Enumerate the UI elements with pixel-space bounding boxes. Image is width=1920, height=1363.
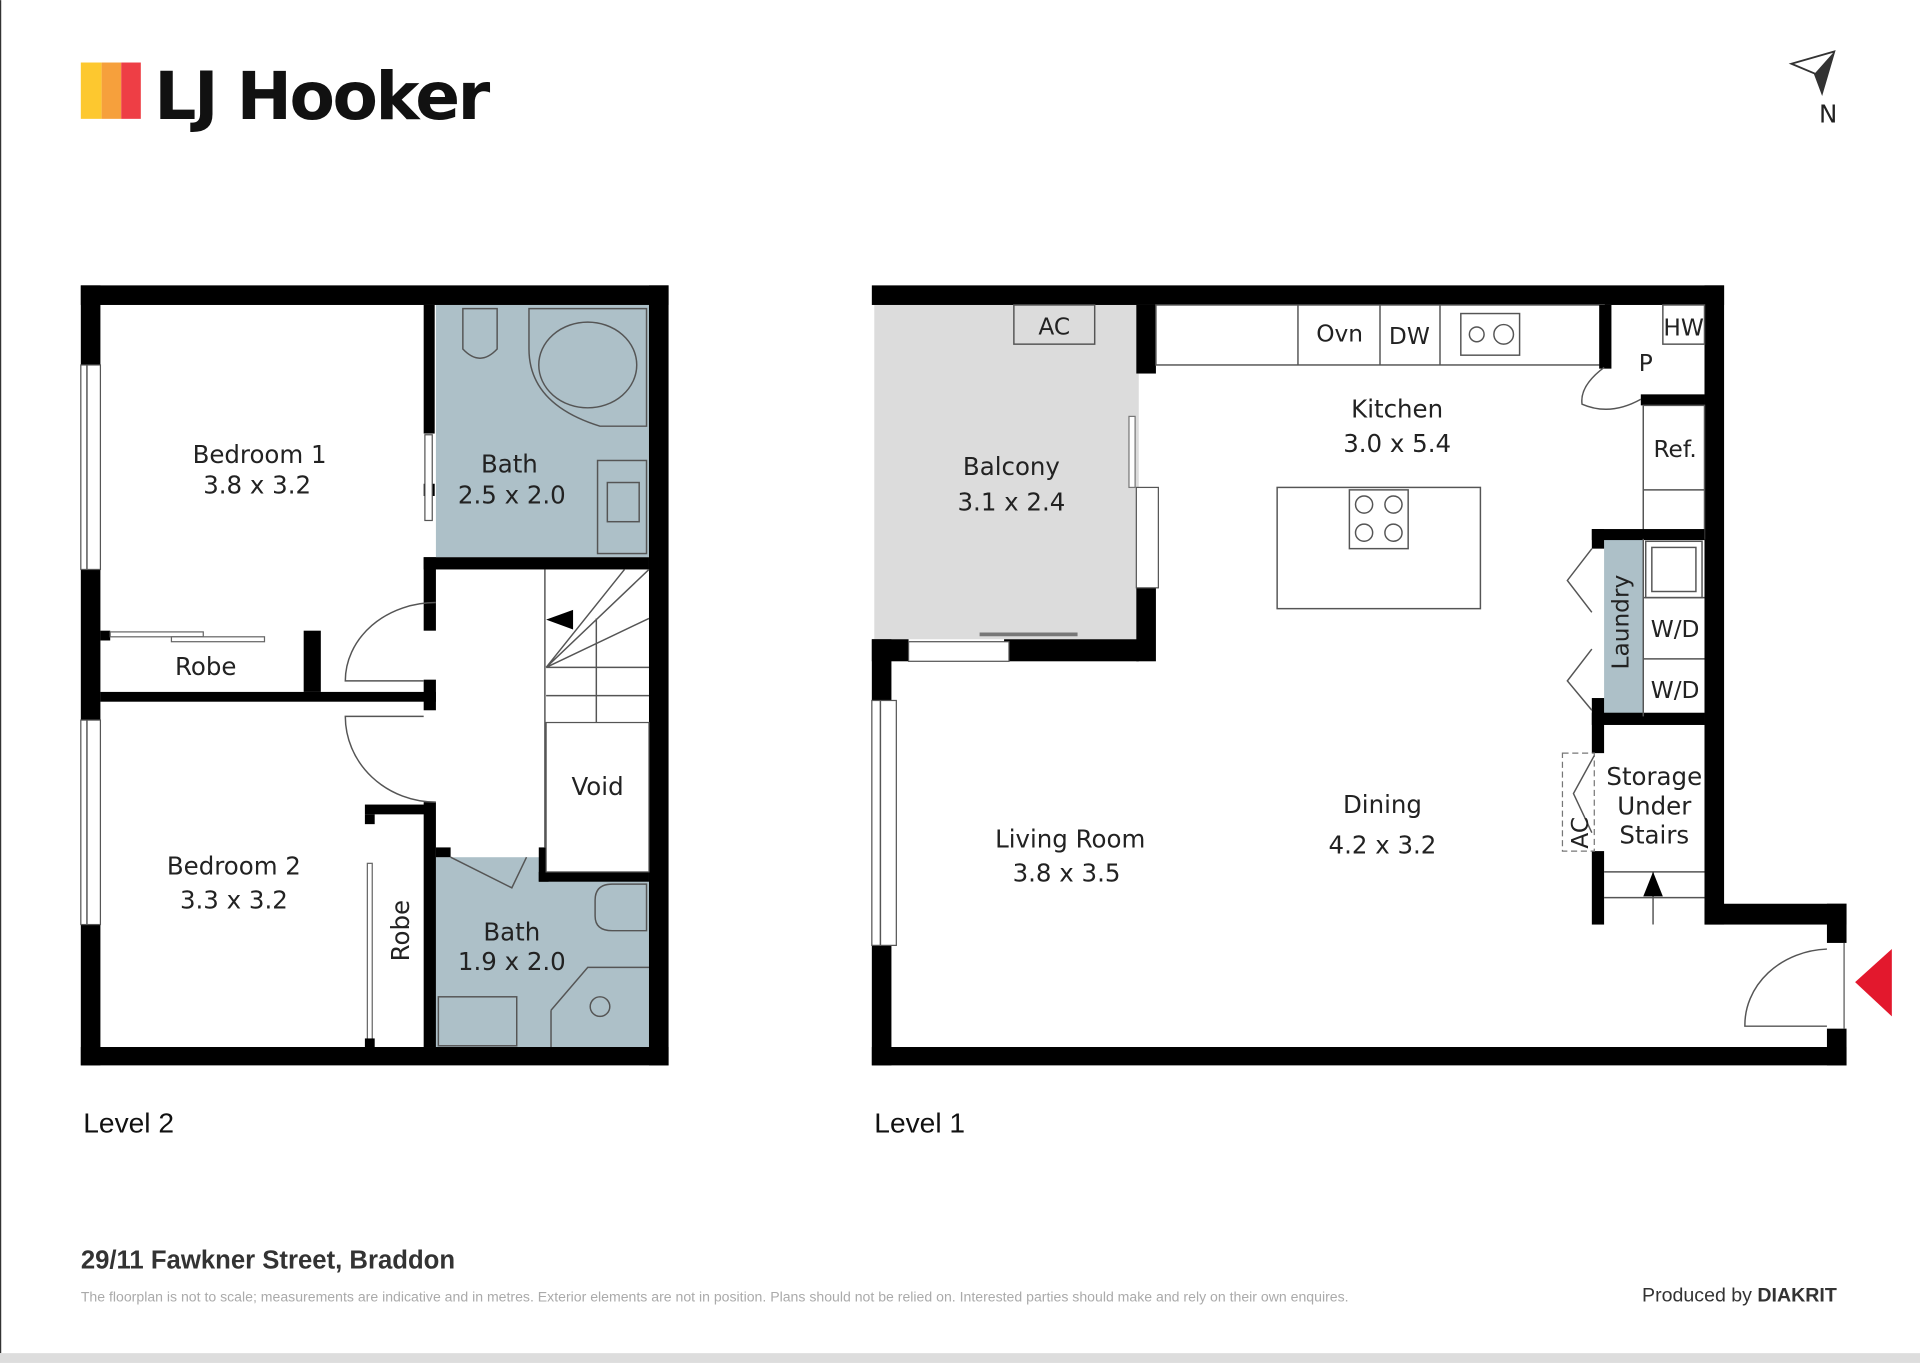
fridge-label: Ref.: [1653, 436, 1696, 463]
storage-label-line-1: Storage: [1606, 762, 1702, 791]
kitchen-size: 3.0 x 5.4: [1343, 429, 1451, 458]
robe-2-label: Robe: [386, 900, 415, 961]
level-1-title: Level 1: [874, 1108, 965, 1139]
storage-label-line-2: Under: [1617, 791, 1692, 820]
dishwasher-label: DW: [1389, 323, 1430, 350]
produced-by-label: Produced by: [1642, 1285, 1752, 1307]
ac-side-label: AC: [1567, 817, 1594, 849]
compass-label: N: [1819, 100, 1837, 129]
balcony-size: 3.1 x 2.4: [957, 488, 1065, 517]
lj-hooker-logo: LJ Hooker: [80, 58, 493, 135]
bedroom-2-label: Bedroom 2: [167, 851, 301, 880]
washer-dryer-2-label: W/D: [1651, 677, 1700, 704]
pantry-label: P: [1639, 350, 1653, 377]
laundry-label: Laundry: [1608, 574, 1635, 669]
dining-label: Dining: [1343, 790, 1422, 819]
ac-label: AC: [1038, 313, 1070, 340]
living-room-size: 3.8 x 3.5: [1013, 859, 1121, 888]
north-arrow-icon: N: [1788, 50, 1837, 129]
level-1-plan: AC Ovn DW HW P Ref. W/D W/D AC Laundry B…: [871, 285, 1892, 1066]
produced-by-line: Produced by DIAKRIT: [1642, 1285, 1837, 1307]
storage-label-line-3: Stairs: [1619, 821, 1689, 850]
bath-2-label: Bath: [483, 917, 540, 946]
oven-label: Ovn: [1316, 321, 1363, 348]
dining-size: 4.2 x 3.2: [1329, 831, 1437, 860]
bedroom-1-label: Bedroom 1: [193, 440, 327, 469]
level-2-plan: Bedroom 1 3.8 x 3.2 Bath 2.5 x 2.0 Robe …: [80, 285, 669, 1066]
bedroom-1-size: 3.8 x 3.2: [203, 471, 311, 500]
living-room-label: Living Room: [995, 824, 1145, 853]
washer-dryer-1-label: W/D: [1651, 616, 1700, 643]
balcony-label: Balcony: [963, 452, 1060, 481]
level-2-title: Level 2: [83, 1108, 174, 1139]
brand-name: LJ Hooker: [154, 58, 490, 135]
bedroom-2-size: 3.3 x 3.2: [180, 886, 288, 915]
bath-1-size: 2.5 x 2.0: [458, 480, 566, 509]
bath-2-size: 1.9 x 2.0: [458, 947, 566, 976]
disclaimer: The floorplan is not to scale; measureme…: [81, 1289, 1349, 1305]
hot-water-label: HW: [1663, 315, 1703, 342]
producer-name: DIAKRIT: [1757, 1285, 1836, 1307]
robe-1-label: Robe: [175, 652, 236, 681]
kitchen-label: Kitchen: [1351, 395, 1443, 424]
bath-1-label: Bath: [481, 450, 538, 479]
entry-marker-icon: [1855, 949, 1892, 1017]
property-address: 29/11 Fawkner Street, Braddon: [81, 1247, 455, 1275]
void-label: Void: [571, 772, 623, 801]
